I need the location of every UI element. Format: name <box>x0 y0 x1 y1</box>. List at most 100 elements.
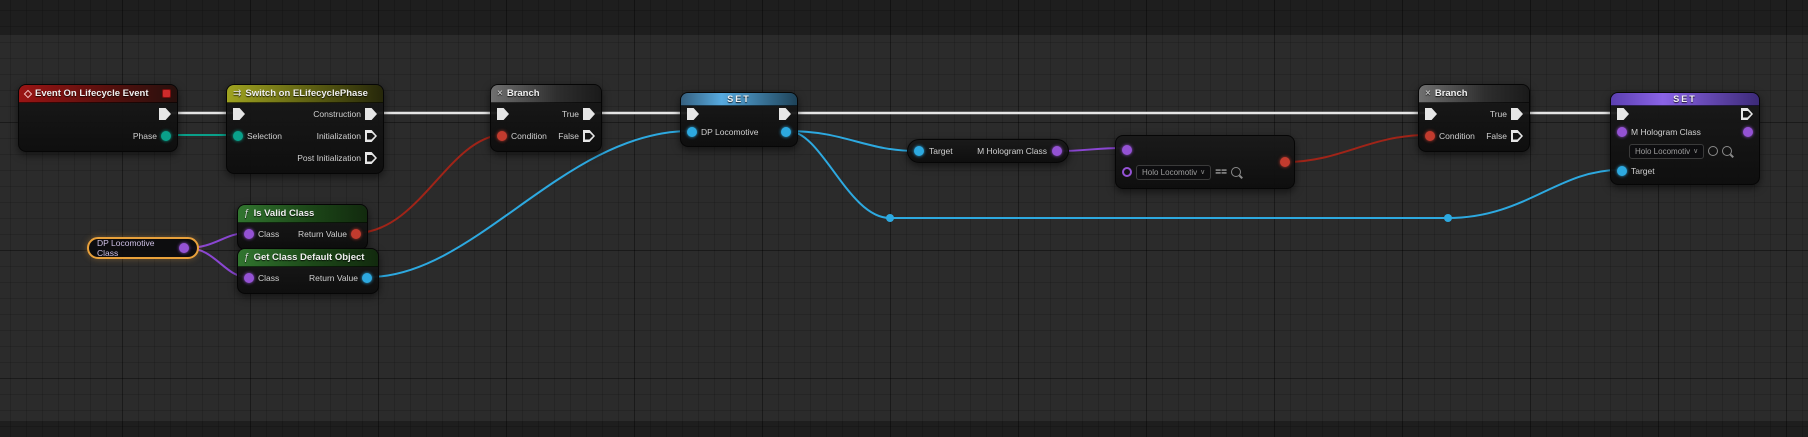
exec-in-pin[interactable] <box>497 108 509 120</box>
variable-name: DP Locomotive Class <box>97 238 155 258</box>
target-pin-label: Target <box>929 146 953 156</box>
condition-pin-label: Condition <box>1439 131 1475 141</box>
dp-locomotive-pin[interactable] <box>687 127 697 137</box>
exec-out-pin[interactable] <box>779 108 791 120</box>
return-value-pin[interactable] <box>362 273 372 283</box>
node-get-m-hologram-class[interactable]: Target M Hologram Class <box>907 139 1069 163</box>
function-icon: ƒ <box>244 208 250 219</box>
chevron-down-icon: ∨ <box>1200 169 1206 176</box>
initialization-pin-label: Initialization <box>316 131 361 141</box>
node-branch-2[interactable]: × Branch True Condition False <box>1418 84 1530 152</box>
construction-exec-out-pin[interactable] <box>365 108 377 120</box>
class-dropdown[interactable]: Holo Locomotiv ∨ <box>1136 164 1212 180</box>
wire-set1-out-to-target[interactable] <box>787 130 917 152</box>
node-header: ƒ Get Class Default Object <box>238 249 378 267</box>
node-is-valid-class[interactable]: ƒ Is Valid Class Class Return Value <box>237 204 368 250</box>
post-initialization-exec-out-pin[interactable] <box>365 152 377 164</box>
node-title: SET <box>727 94 751 104</box>
dp-locomotive-pin-label: DP Locomotive <box>701 127 759 137</box>
class-pin[interactable] <box>244 273 254 283</box>
exec-in-pin[interactable] <box>233 108 245 120</box>
condition-pin[interactable] <box>1425 131 1435 141</box>
node-title: Get Class Default Object <box>253 252 365 263</box>
node-get-dp-locomotive-class[interactable]: DP Locomotive Class <box>87 237 199 259</box>
node-set-dp-locomotive[interactable]: SET DP Locomotive <box>680 92 798 147</box>
class-out-pin[interactable] <box>179 243 189 253</box>
node-header: SET <box>681 93 797 106</box>
target-pin[interactable] <box>1617 165 1627 176</box>
selection-pin-label: Selection <box>247 131 282 141</box>
false-pin-label: False <box>1486 131 1507 141</box>
node-title: Is Valid Class <box>253 208 315 219</box>
node-header: SET <box>1611 93 1759 106</box>
dp-locomotive-out-pin[interactable] <box>781 127 791 137</box>
initialization-exec-out-pin[interactable] <box>365 130 377 142</box>
false-exec-out-pin[interactable] <box>1511 130 1523 142</box>
node-equal-class[interactable]: Holo Locomotiv ∨ == <box>1115 135 1295 189</box>
m-hologram-class-label: M Hologram Class <box>977 146 1047 156</box>
phase-pin[interactable] <box>161 131 171 141</box>
branch-icon: × <box>497 88 503 99</box>
target-pin[interactable] <box>914 146 924 156</box>
node-header: ⇉ Switch on ELifecyclePhase <box>227 85 383 103</box>
browse-icon[interactable] <box>1722 146 1733 156</box>
equal-result-pin[interactable] <box>1280 157 1290 167</box>
branch-icon: × <box>1425 88 1431 99</box>
false-exec-out-pin[interactable] <box>583 130 595 142</box>
equal-input-a-pin[interactable] <box>1122 145 1132 155</box>
m-hologram-class-out-pin[interactable] <box>1743 126 1753 137</box>
phase-pin-label: Phase <box>132 131 157 141</box>
node-title: Branch <box>506 88 540 99</box>
reroute-node[interactable] <box>1444 214 1452 222</box>
node-title: Switch on ELifecyclePhase <box>245 88 368 99</box>
node-switch-on-elifecyclephase[interactable]: ⇉ Switch on ELifecyclePhase Construction… <box>226 84 384 174</box>
dev-only-badge <box>162 89 171 98</box>
return-value-label: Return Value <box>298 229 347 239</box>
class-dropdown-value: Holo Locomotiv <box>1142 167 1198 177</box>
true-pin-label: True <box>1489 109 1507 119</box>
class-pin-label: Class <box>258 273 280 283</box>
class-pin-label: Class <box>258 229 280 239</box>
equal-input-b-pin[interactable] <box>1122 167 1132 177</box>
event-icon <box>23 89 33 98</box>
node-set-m-hologram-class[interactable]: SET M Hologram Class Holo Locomotiv ∨ <box>1610 92 1760 185</box>
target-pin-label: Target <box>1631 165 1655 176</box>
true-exec-out-pin[interactable] <box>583 108 595 120</box>
exec-out-pin[interactable] <box>1741 108 1753 120</box>
equals-operator: == <box>1215 166 1227 178</box>
wire-cdo-to-set1-value[interactable] <box>368 130 691 278</box>
reroute-node[interactable] <box>886 214 894 222</box>
wire-equal-to-branch2-condition[interactable] <box>1285 134 1428 163</box>
selection-pin[interactable] <box>233 131 243 141</box>
m-hologram-class-out-pin[interactable] <box>1052 146 1062 156</box>
exec-in-pin[interactable] <box>687 108 699 120</box>
chevron-down-icon: ∨ <box>1693 148 1699 155</box>
node-header: ƒ Is Valid Class <box>238 205 367 223</box>
true-pin-label: True <box>561 109 579 119</box>
post-initialization-pin-label: Post Initialization <box>297 153 361 163</box>
wire-isvalid-to-branch1-condition[interactable] <box>357 134 501 234</box>
exec-in-pin[interactable] <box>1617 108 1629 120</box>
switch-icon: ⇉ <box>233 88 242 99</box>
use-selected-asset-icon[interactable] <box>1708 146 1719 156</box>
browse-icon[interactable] <box>1230 167 1241 177</box>
class-pin[interactable] <box>244 229 254 239</box>
node-get-class-default-object[interactable]: ƒ Get Class Default Object Class Return … <box>237 248 379 294</box>
exec-in-pin[interactable] <box>1425 108 1437 120</box>
class-dropdown[interactable]: Holo Locomotiv ∨ <box>1629 143 1705 159</box>
return-value-label: Return Value <box>309 273 358 283</box>
return-value-pin[interactable] <box>351 229 361 239</box>
exec-out-pin[interactable] <box>159 108 171 120</box>
true-exec-out-pin[interactable] <box>1511 108 1523 120</box>
node-header: × Branch <box>1419 85 1529 103</box>
function-icon: ƒ <box>244 252 250 263</box>
false-pin-label: False <box>558 131 579 141</box>
node-event-on-lifecycle-event[interactable]: Event On Lifecycle Event Phase <box>18 84 178 152</box>
construction-pin-label: Construction <box>313 109 361 119</box>
condition-pin[interactable] <box>497 131 507 141</box>
m-hologram-class-pin[interactable] <box>1617 126 1627 137</box>
node-title: Event On Lifecycle Event <box>35 88 149 99</box>
node-branch-1[interactable]: × Branch True Condition False <box>490 84 602 152</box>
